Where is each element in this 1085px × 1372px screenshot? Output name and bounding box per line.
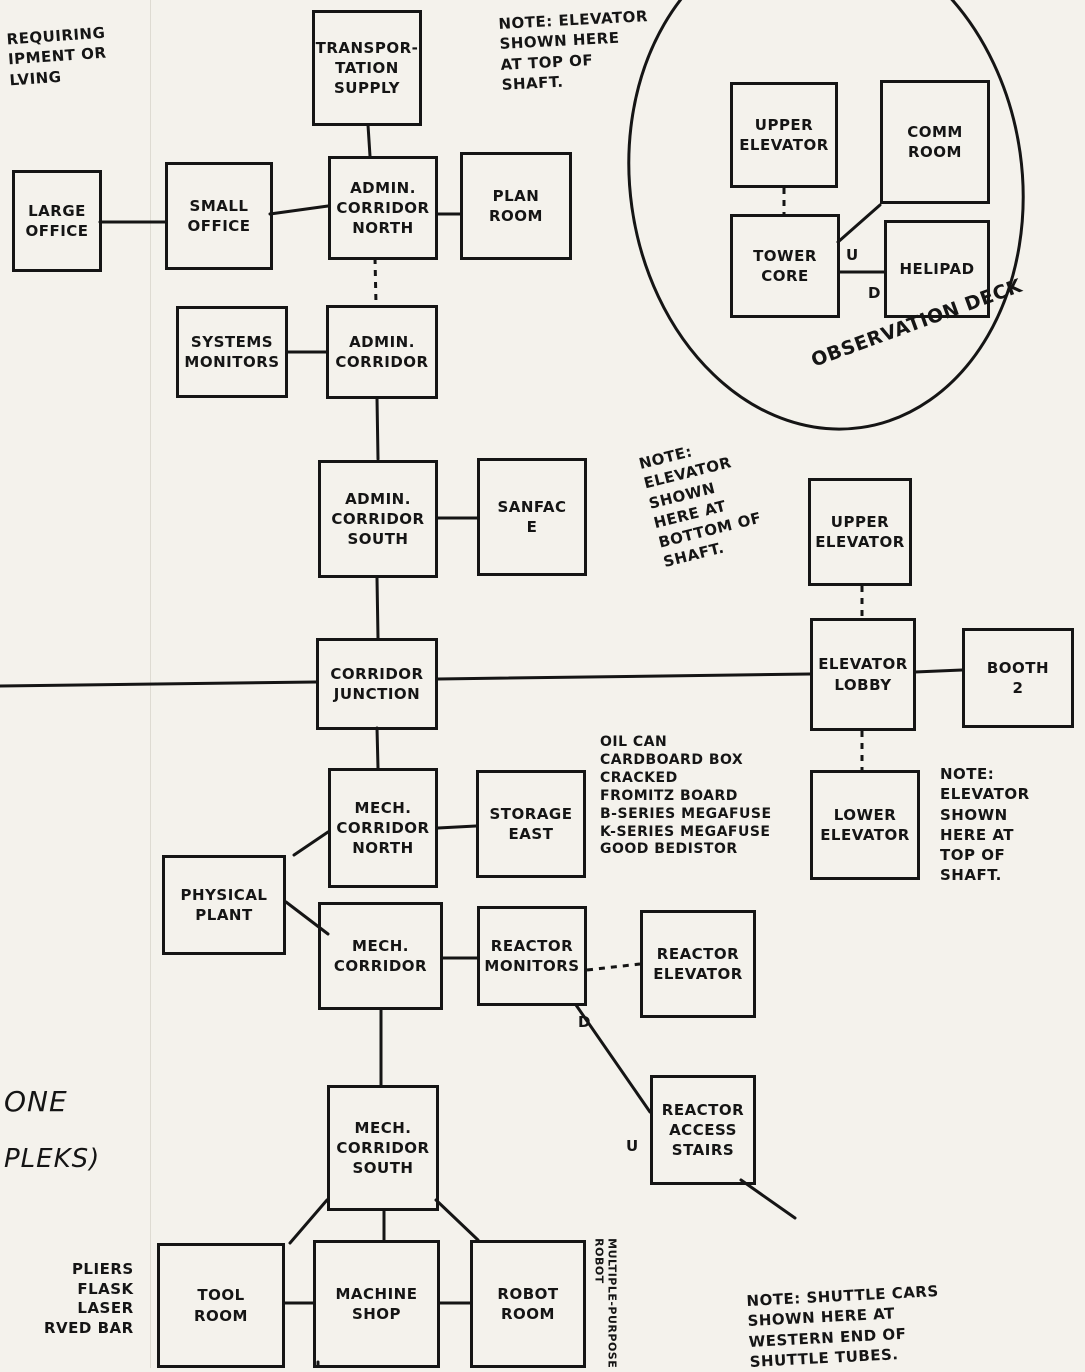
path-lobby-booth <box>913 668 964 674</box>
path-stairs-south <box>739 1178 797 1220</box>
room-label: ELEVATOR LOBBY <box>818 655 908 694</box>
room-physical-plant: PHYSICAL PLANT <box>162 855 286 955</box>
zone-title: ONE <box>4 1085 68 1118</box>
room-label: ADMIN. CORRIDOR NORTH <box>336 178 430 238</box>
mark-core-up: U <box>846 246 859 264</box>
room-label: BOOTH 2 <box>986 658 1050 697</box>
room-label: UPPER ELEVATOR <box>815 512 905 551</box>
zone-subtitle: PLEKS) <box>4 1144 101 1174</box>
room-upper-elevator-deck: UPPER ELEVATOR <box>730 82 838 188</box>
room-label: TOOL ROOM <box>194 1286 248 1325</box>
path-admin-north-admin-dashed <box>373 257 378 305</box>
room-label: REACTOR ELEVATOR <box>653 944 743 983</box>
room-label: LARGE OFFICE <box>25 201 89 240</box>
room-robot-room: ROBOT ROOM <box>470 1240 586 1368</box>
room-corridor-junction: CORRIDOR JUNCTION <box>316 638 438 730</box>
room-label: MECH. CORRIDOR <box>333 936 428 975</box>
path-mech-north-storage <box>436 824 478 830</box>
room-reactor-monitors: REACTOR MONITORS <box>477 906 587 1006</box>
room-label: COMM ROOM <box>907 122 963 161</box>
room-label: CORRIDOR JUNCTION <box>330 664 424 703</box>
note-lower-elevator: NOTE: ELEVATOR SHOWN HERE AT TOP OF SHAF… <box>940 765 1030 885</box>
room-label: HELIPAD <box>899 259 975 278</box>
path-junction-west <box>0 680 318 688</box>
mark-reactor-down: D <box>578 1013 591 1031</box>
path-south-tool <box>288 1198 329 1245</box>
path-mech-north-physical <box>292 830 330 857</box>
room-admin-corridor-south: ADMIN. CORRIDOR SOUTH <box>318 460 438 578</box>
room-label: REACTOR MONITORS <box>484 936 580 975</box>
room-admin-corridor-north: ADMIN. CORRIDOR NORTH <box>328 156 438 260</box>
room-admin-corridor: ADMIN. CORRIDOR <box>326 305 438 399</box>
room-label: STORAGE EAST <box>489 804 573 843</box>
room-label: MECH. CORRIDOR SOUTH <box>336 1118 430 1178</box>
room-label: PHYSICAL PLANT <box>180 885 268 924</box>
mark-core-down: D <box>868 284 881 302</box>
path-physical-mech <box>284 900 330 936</box>
room-systems-monitors: SYSTEMS MONITORS <box>176 306 288 398</box>
path-small-admin-north <box>268 204 330 216</box>
room-label: REACTOR ACCESS STAIRS <box>661 1100 745 1160</box>
room-plan-room: PLAN ROOM <box>460 152 572 260</box>
room-label: TOWER CORE <box>753 246 817 285</box>
room-upper-elevator: UPPER ELEVATOR <box>808 478 912 586</box>
note-tool-items: PLIERS FLASK LASER RVED BAR <box>44 1260 134 1337</box>
room-label: ROBOT ROOM <box>497 1284 559 1323</box>
note-multiple-robot: MULTIPLE-PURPOSE ROBOT <box>592 1238 619 1369</box>
room-large-office: LARGE OFFICE <box>12 170 102 272</box>
path-admin-south-junction <box>375 576 380 640</box>
room-tool-room: TOOL ROOM <box>157 1243 285 1368</box>
note-storage-items: OIL CAN CARDBOARD BOX CRACKED FROMITZ BO… <box>600 734 772 858</box>
room-tower-core: TOWER CORE <box>730 214 840 318</box>
room-transportation-supply: TRANSPOR- TATION SUPPLY <box>312 10 422 126</box>
room-lower-elevator: LOWER ELEVATOR <box>810 770 920 880</box>
room-machine-shop: MACHINE SHOP <box>313 1240 440 1368</box>
room-label: TRANSPOR- TATION SUPPLY <box>315 38 419 98</box>
room-elevator-lobby: ELEVATOR LOBBY <box>810 618 916 731</box>
room-label: MECH. CORRIDOR NORTH <box>336 798 430 858</box>
room-label: ADMIN. CORRIDOR <box>335 332 429 371</box>
path-reactor-stairs <box>574 1003 652 1114</box>
note-top-left: REQUIRING IPMENT OR LVING <box>6 23 108 89</box>
path-admin-south <box>375 396 380 461</box>
path-transport-admin-north <box>366 123 372 158</box>
room-booth-2: BOOTH 2 <box>962 628 1074 728</box>
room-small-office: SMALL OFFICE <box>165 162 273 270</box>
room-label: PLAN ROOM <box>489 186 543 225</box>
room-label: SMALL OFFICE <box>187 196 251 235</box>
path-junction-mech-north <box>375 726 380 770</box>
observation-deck-outline <box>627 0 1025 431</box>
mark-stairs-up: U <box>626 1137 639 1155</box>
room-mech-corridor-north: MECH. CORRIDOR NORTH <box>328 768 438 888</box>
room-label: UPPER ELEVATOR <box>739 115 829 154</box>
path-junction-lobby <box>436 672 812 681</box>
room-mech-corridor: MECH. CORRIDOR <box>318 902 443 1010</box>
path-south-robot <box>434 1198 480 1242</box>
room-sanfac-e: SANFAC E <box>477 458 587 576</box>
path-reactor-elevator-dashed <box>586 962 641 972</box>
room-helipad: HELIPAD <box>884 220 990 318</box>
room-label: SYSTEMS MONITORS <box>184 332 280 371</box>
note-elevator-top: NOTE: ELEVATOR SHOWN HERE AT TOP OF SHAF… <box>498 7 649 94</box>
room-label: SANFAC E <box>497 497 567 536</box>
room-label: ADMIN. CORRIDOR SOUTH <box>331 489 425 549</box>
room-comm-room: COMM ROOM <box>880 80 990 204</box>
note-shuttle: NOTE: SHUTTLE CARS SHOWN HERE AT WESTERN… <box>746 1282 940 1371</box>
room-storage-east: STORAGE EAST <box>476 770 586 878</box>
room-reactor-access-stairs: REACTOR ACCESS STAIRS <box>650 1075 756 1185</box>
path-core-comm <box>836 203 882 244</box>
room-mech-corridor-south: MECH. CORRIDOR SOUTH <box>327 1085 439 1211</box>
room-label: LOWER ELEVATOR <box>820 805 910 844</box>
room-reactor-elevator: REACTOR ELEVATOR <box>640 910 756 1018</box>
room-label: MACHINE SHOP <box>335 1284 418 1323</box>
